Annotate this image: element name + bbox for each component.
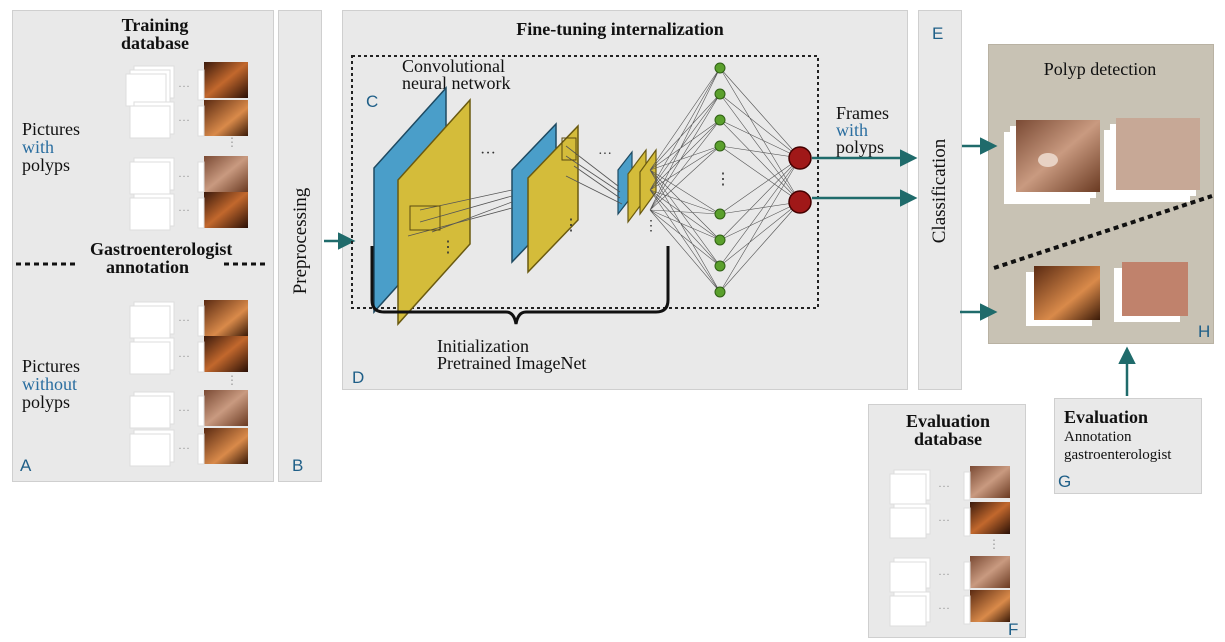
detection-images bbox=[993, 118, 1213, 326]
evaluation-thumbnails: ··· ··· ··· ··· ⋮ bbox=[889, 466, 1010, 627]
svg-text:···: ··· bbox=[178, 113, 190, 127]
pictures-with-line2: with bbox=[22, 137, 55, 157]
annotation-line1: Gastroenterologist bbox=[90, 239, 233, 259]
label-e: E bbox=[932, 24, 944, 43]
label-a: A bbox=[20, 456, 32, 475]
training-title-line1: Training bbox=[121, 15, 189, 35]
pictures-without-line3: polyps bbox=[22, 392, 71, 412]
svg-text:···: ··· bbox=[480, 145, 496, 162]
thumb-stack: ··· ··· ··· ··· ⋮ bbox=[125, 62, 248, 231]
polyp-detection-title: Polyp detection bbox=[1043, 59, 1157, 79]
cnn-frame bbox=[351, 55, 819, 309]
hidden-nodes bbox=[714, 62, 726, 298]
training-title-line2: database bbox=[120, 33, 189, 53]
svg-text:···: ··· bbox=[178, 441, 190, 455]
eval-db-line1: Evaluation bbox=[905, 411, 991, 431]
preprocessing-panel bbox=[278, 10, 322, 482]
svg-text:···: ··· bbox=[938, 601, 950, 615]
svg-text:···: ··· bbox=[178, 403, 190, 417]
fully-connected-layer bbox=[649, 67, 801, 293]
cnn-layers: ··· ··· ⋮ ⋮ ⋮ bbox=[373, 86, 658, 326]
label-c: C bbox=[366, 92, 379, 111]
cnn-label-line1: Convolutional bbox=[402, 56, 505, 76]
eval-annot-line2: Annotation bbox=[1064, 429, 1132, 445]
svg-text:⋮: ⋮ bbox=[226, 135, 238, 149]
init-label-line2: Pretrained ImageNet bbox=[437, 353, 587, 373]
svg-text:···: ··· bbox=[178, 169, 190, 183]
svg-text:⋮: ⋮ bbox=[988, 537, 1000, 551]
svg-text:···: ··· bbox=[938, 513, 950, 527]
pictures-with-line1: Pictures bbox=[22, 119, 80, 139]
svg-text:⋮: ⋮ bbox=[226, 373, 238, 387]
svg-text:···: ··· bbox=[178, 203, 190, 217]
output-node-negative bbox=[788, 190, 812, 214]
eval-db-line2: database bbox=[913, 429, 982, 449]
thumb-stack: ··· ··· ··· ··· ⋮ bbox=[129, 300, 248, 467]
frames-line2: with bbox=[836, 120, 869, 140]
init-label-line1: Initialization bbox=[437, 336, 529, 356]
output-node-positive bbox=[788, 146, 812, 170]
svg-text:···: ··· bbox=[938, 567, 950, 581]
svg-text:⋮: ⋮ bbox=[644, 219, 658, 234]
label-h: H bbox=[1198, 322, 1211, 341]
pictures-with-line3: polyps bbox=[22, 155, 71, 175]
svg-text:···: ··· bbox=[598, 147, 612, 162]
pictures-without-line2: without bbox=[22, 374, 78, 394]
svg-text:···: ··· bbox=[178, 313, 190, 327]
classification-panel bbox=[918, 10, 962, 390]
label-b: B bbox=[292, 456, 304, 475]
svg-text:···: ··· bbox=[178, 349, 190, 363]
label-d: D bbox=[352, 368, 365, 387]
svg-text:⋮: ⋮ bbox=[440, 239, 456, 256]
svg-text:···: ··· bbox=[178, 79, 190, 93]
frames-line1: Frames bbox=[836, 103, 889, 123]
cnn-label-line2: neural network bbox=[402, 73, 511, 93]
svg-text:···: ··· bbox=[938, 479, 950, 493]
frames-line3: polyps bbox=[836, 137, 885, 157]
svg-text:⋮: ⋮ bbox=[563, 217, 579, 234]
evaluation-annotation-panel bbox=[1054, 398, 1202, 494]
initialization-brace bbox=[370, 246, 670, 325]
eval-annot-title: Evaluation bbox=[1064, 407, 1149, 427]
label-g: G bbox=[1058, 472, 1072, 491]
svg-text:⋮: ⋮ bbox=[715, 171, 731, 188]
training-thumbnails: ··· ··· ··· ··· ⋮ ··· ··· ··· ··· ⋮ bbox=[125, 62, 248, 467]
pictures-without-line1: Pictures bbox=[22, 356, 80, 376]
annotation-line2: annotation bbox=[106, 257, 190, 277]
eval-annot-line3: gastroenterologist bbox=[1064, 447, 1172, 463]
label-f: F bbox=[1008, 620, 1019, 639]
fine-tuning-title: Fine-tuning internalization bbox=[516, 19, 724, 39]
